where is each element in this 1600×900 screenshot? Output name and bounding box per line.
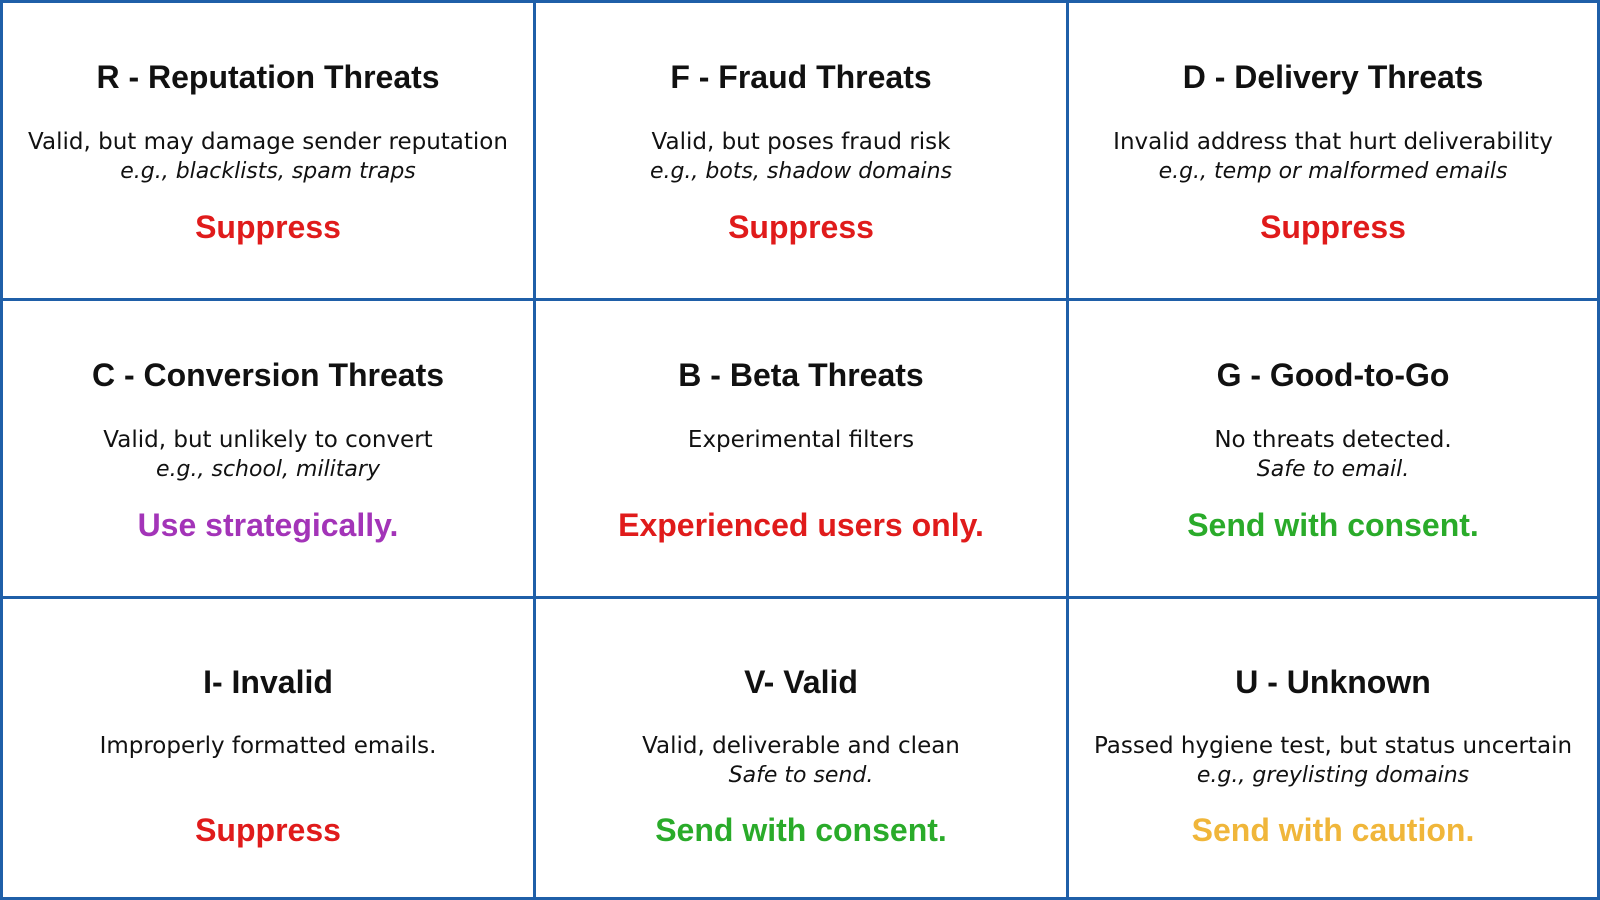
cell-action: Experienced users only. bbox=[618, 507, 984, 543]
cell-title: U - Unknown bbox=[1235, 664, 1431, 700]
cell-example-line: e.g., school, military bbox=[156, 457, 380, 482]
cell-description: Passed hygiene test, but status uncertai… bbox=[1069, 731, 1597, 791]
cell-example-line: e.g., greylisting domains bbox=[1196, 763, 1470, 788]
cell-title: F - Fraud Threats bbox=[670, 59, 932, 95]
cell-title: R - Reputation Threats bbox=[96, 59, 440, 95]
cell-description-line: Valid, but may damage sender reputation bbox=[28, 129, 508, 155]
cell-description-line: Invalid address that hurt deliverability bbox=[1113, 129, 1553, 155]
cell-description: Invalid address that hurt deliverability… bbox=[1069, 127, 1597, 187]
cell-conversion-threats: C - Conversion Threats Valid, but unlike… bbox=[3, 301, 536, 599]
cell-beta-threats: B - Beta Threats Experimental filters Ex… bbox=[536, 301, 1069, 599]
cell-action: Send with consent. bbox=[655, 812, 947, 848]
cell-invalid: I- Invalid Improperly formatted emails. … bbox=[3, 599, 536, 897]
cell-description: Valid, but poses fraud risk e.g., bots, … bbox=[536, 127, 1066, 187]
cell-title: V- Valid bbox=[744, 664, 858, 700]
cell-example-line: e.g., bots, shadow domains bbox=[649, 159, 953, 184]
cell-action: Send with consent. bbox=[1187, 507, 1479, 543]
cell-description: Valid, but may damage sender reputation … bbox=[3, 127, 533, 187]
cell-description-line: No threats detected. bbox=[1214, 427, 1452, 453]
cell-example-line: Safe to send. bbox=[728, 763, 874, 788]
cell-description-line: Valid, but unlikely to convert bbox=[103, 427, 433, 453]
cell-description: No threats detected. Safe to email. bbox=[1069, 425, 1597, 485]
cell-reputation-threats: R - Reputation Threats Valid, but may da… bbox=[3, 3, 536, 301]
cell-description: Improperly formatted emails. bbox=[3, 731, 533, 761]
cell-action: Use strategically. bbox=[137, 507, 399, 543]
cell-action: Suppress bbox=[195, 209, 341, 245]
cell-action: Suppress bbox=[195, 812, 341, 848]
cell-description-line: Experimental filters bbox=[687, 427, 915, 453]
cell-description: Valid, but unlikely to convert e.g., sch… bbox=[3, 425, 533, 485]
cell-action: Send with caution. bbox=[1191, 812, 1475, 848]
cell-description-line: Valid, but poses fraud risk bbox=[651, 129, 951, 155]
cell-action: Suppress bbox=[728, 209, 874, 245]
cell-example-line: e.g., blacklists, spam traps bbox=[120, 159, 416, 184]
cell-description-line: Passed hygiene test, but status uncertai… bbox=[1093, 733, 1573, 759]
cell-example-line: Safe to email. bbox=[1256, 457, 1410, 482]
cell-title: I- Invalid bbox=[203, 664, 333, 700]
cell-unknown: U - Unknown Passed hygiene test, but sta… bbox=[1069, 599, 1597, 897]
cell-description: Experimental filters bbox=[536, 425, 1066, 455]
cell-fraud-threats: F - Fraud Threats Valid, but poses fraud… bbox=[536, 3, 1069, 301]
cell-example-line: e.g., temp or malformed emails bbox=[1158, 159, 1508, 184]
cell-title: G - Good-to-Go bbox=[1216, 357, 1450, 393]
cell-good-to-go: G - Good-to-Go No threats detected. Safe… bbox=[1069, 301, 1597, 599]
cell-title: C - Conversion Threats bbox=[91, 357, 445, 393]
cell-description-line: Improperly formatted emails. bbox=[99, 733, 437, 759]
cell-title: B - Beta Threats bbox=[678, 357, 924, 393]
cell-action: Suppress bbox=[1260, 209, 1406, 245]
cell-delivery-threats: D - Delivery Threats Invalid address tha… bbox=[1069, 3, 1597, 301]
cell-description: Valid, deliverable and clean Safe to sen… bbox=[536, 731, 1066, 791]
cell-description-line: Valid, deliverable and clean bbox=[642, 733, 960, 759]
cell-valid: V- Valid Valid, deliverable and clean Sa… bbox=[536, 599, 1069, 897]
cell-title: D - Delivery Threats bbox=[1182, 59, 1484, 95]
